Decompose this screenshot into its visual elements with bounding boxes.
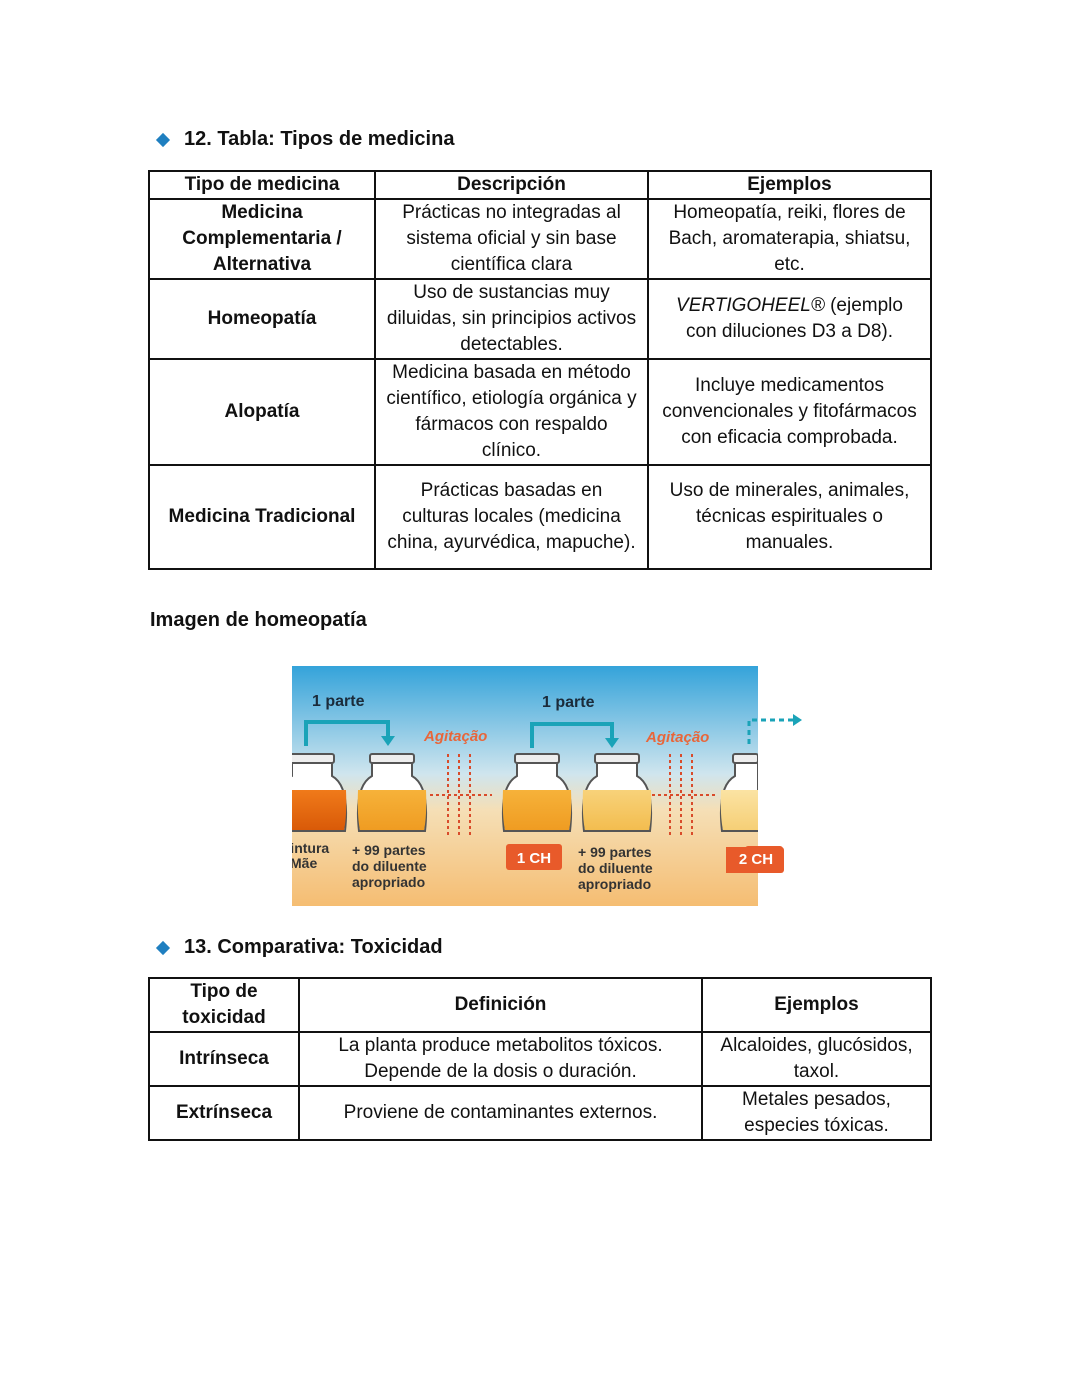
table-cell: Uso de sustancias muy diluidas, sin prin…	[374, 278, 649, 360]
section-12-title: 12. Tabla: Tipos de medicina	[184, 128, 455, 150]
toxicity-table: Tipo de toxicidad Definición Ejemplos In…	[148, 977, 932, 1141]
table-cell: Uso de minerales, animales, técnicas esp…	[647, 464, 932, 570]
table-row: Extrínseca Proviene de contaminantes ext…	[148, 1085, 932, 1141]
row-header: Intrínseca	[148, 1031, 300, 1087]
jar-icon	[719, 753, 758, 832]
badge-2ch-label: 2 CH	[728, 847, 784, 873]
table-cell: VERTIGOHEEL® (ejemplo con diluciones D3 …	[647, 278, 932, 360]
diluente-label: + 99 partes	[352, 842, 426, 858]
table-row: Intrínseca La planta produce metabolitos…	[148, 1031, 932, 1087]
product-name: VERTIGOHEEL®	[676, 295, 825, 316]
column-header: Ejemplos	[701, 977, 932, 1033]
transfer-arrow-icon	[304, 720, 390, 746]
column-header: Definición	[298, 977, 703, 1033]
section-13-heading: 13. Comparativa: Toxicidad	[155, 936, 443, 959]
section-12-heading: 12. Tabla: Tipos de medicina	[155, 128, 455, 151]
parte-label: 1 parte	[312, 693, 365, 710]
table-cell: Prácticas no integradas al sistema ofici…	[374, 198, 649, 280]
tintura-label: Mãe	[292, 855, 317, 871]
table-cell: Proviene de contaminantes externos.	[298, 1085, 703, 1141]
jar-icon	[356, 753, 428, 832]
transfer-arrow-icon	[530, 722, 614, 748]
row-header: Alopatía	[148, 358, 376, 466]
badge-1ch-label: 1 CH	[517, 850, 551, 867]
column-header: Ejemplos	[647, 170, 932, 200]
jar-icon	[581, 753, 653, 832]
table-row: Medicina Complementaria / Alternativa Pr…	[148, 198, 932, 280]
diluente-label: apropriado	[352, 874, 425, 890]
column-header: Tipo de medicina	[148, 170, 376, 200]
table-row: Medicina Tradicional Prácticas basadas e…	[148, 464, 932, 570]
table-cell-text: (ejemplo con diluciones D3 a D8).	[686, 295, 903, 342]
table-cell: Alcaloides, glucósidos, taxol.	[701, 1031, 932, 1087]
agitation-icon	[652, 754, 716, 836]
arrow-head-icon	[605, 738, 619, 748]
arrow-head-icon	[381, 736, 395, 746]
table-cell: Homeopatía, reiki, flores de Bach, aroma…	[647, 198, 932, 280]
table-header-row: Tipo de medicina Descripción Ejemplos	[148, 170, 932, 200]
row-header: Medicina Tradicional	[148, 464, 376, 570]
table-cell: Medicina basada en método científico, et…	[374, 358, 649, 466]
diluente-label: apropriado	[578, 876, 651, 892]
row-header: Medicina Complementaria / Alternativa	[148, 198, 376, 280]
column-header: Tipo de toxicidad	[148, 977, 300, 1033]
agitation-icon	[430, 754, 492, 836]
diluente-label: do diluente	[352, 858, 427, 874]
agitacao-label: Agitação	[423, 728, 487, 745]
jar-icon	[501, 753, 573, 832]
image-section-title: Imagen de homeopatía	[150, 609, 367, 631]
tintura-label: Tintura	[292, 840, 329, 856]
row-header: Extrínseca	[148, 1085, 300, 1141]
table-cell: La planta produce metabolitos tóxicos. D…	[298, 1031, 703, 1087]
parte-label: 1 parte	[542, 694, 595, 711]
row-header: Homeopatía	[148, 278, 376, 360]
table-header-row: Tipo de toxicidad Definición Ejemplos	[148, 977, 932, 1033]
column-header: Descripción	[374, 170, 649, 200]
table-cell: Prácticas basadas en culturas locales (m…	[374, 464, 649, 570]
section-13-title: 13. Comparativa: Toxicidad	[184, 936, 443, 958]
table-row: Homeopatía Uso de sustancias muy diluida…	[148, 278, 932, 360]
table-cell: Metales pesados, especies tóxicas.	[701, 1085, 932, 1141]
diluente-label: do diluente	[578, 860, 653, 876]
agitacao-label: Agitação	[645, 729, 709, 746]
medicine-types-table: Tipo de medicina Descripción Ejemplos Me…	[148, 170, 932, 570]
table-cell: Incluye medicamentos convencionales y fi…	[647, 358, 932, 466]
badge-1ch	[506, 844, 562, 870]
diamond-bullet-icon	[155, 940, 171, 955]
table-row: Alopatía Medicina basada en método cient…	[148, 358, 932, 466]
homeopathy-dilution-image: 1 parte 1 parte Agitação Agitação Tintu	[292, 666, 758, 906]
jar-icon	[292, 753, 348, 832]
diluente-label: + 99 partes	[578, 844, 652, 860]
diamond-bullet-icon	[155, 132, 171, 147]
